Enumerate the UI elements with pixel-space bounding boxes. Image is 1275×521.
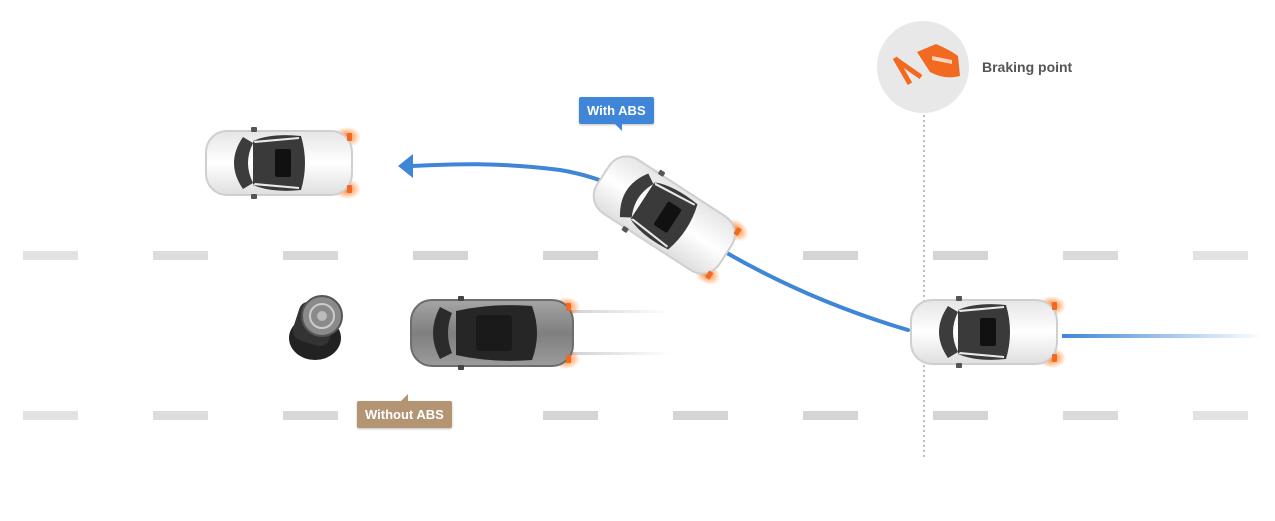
bollard-obstacle-icon	[289, 295, 343, 360]
car-at-braking-point	[910, 296, 1066, 368]
braking-point-label: Braking point	[982, 59, 1073, 75]
incoming-trail	[1062, 334, 1262, 338]
car-after-avoidance	[205, 127, 361, 199]
brake-pedal-icon	[877, 21, 969, 113]
car-skidding-without-abs	[410, 296, 580, 370]
without-abs-callout: Without ABS	[357, 394, 452, 428]
lane-markings-top	[23, 251, 1248, 260]
arrow-head-icon	[398, 154, 413, 178]
with-abs-callout: With ABS	[579, 97, 654, 131]
car-swerving-with-abs	[582, 144, 753, 290]
skid-marks	[565, 310, 670, 355]
lane-markings-bottom	[23, 411, 1248, 420]
